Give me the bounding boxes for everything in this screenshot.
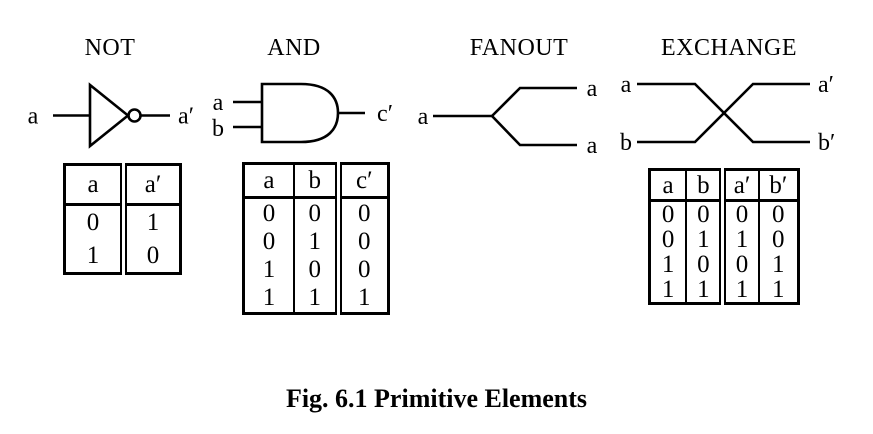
cell: 0 xyxy=(757,200,799,227)
and-header-b: b xyxy=(292,163,339,199)
exchange-input-b-label: b xyxy=(620,130,632,156)
cell: 1 xyxy=(661,276,675,303)
and-input-b-label: b xyxy=(212,116,224,142)
figure-caption: Fig. 6.1 Primitive Elements xyxy=(285,384,588,413)
exchange-input-a-label: a xyxy=(621,72,632,98)
cell: 1 xyxy=(262,256,276,284)
cell: 0 xyxy=(334,227,389,256)
table-row: 1 0 xyxy=(65,239,181,274)
cell: 1 xyxy=(120,204,181,239)
table-row: 0 1 1 0 xyxy=(650,227,799,252)
cell: 0 xyxy=(86,209,100,236)
fanout-upper-output-label: a xyxy=(587,76,598,102)
not-gate-symbol: a a′ xyxy=(28,82,194,149)
cell: 1 xyxy=(661,251,675,278)
cell: 1 xyxy=(86,242,100,269)
cell: 1 xyxy=(719,277,759,304)
exchange-header-a: a xyxy=(649,169,687,202)
cell: 0 xyxy=(334,255,389,284)
and-input-a-label: a xyxy=(213,90,224,116)
table-row: 0 0 0 0 xyxy=(650,200,799,228)
fanout-upper-branch-wire xyxy=(491,86,577,117)
exchange-wire-b-to-aprime xyxy=(637,82,810,144)
fanout-lower-output-label: a xyxy=(587,133,598,159)
fanout-lower-branch-wire xyxy=(491,115,577,147)
inverter-triangle-icon xyxy=(88,82,131,149)
cell: 0 xyxy=(292,197,339,228)
table-header-row: a a′ xyxy=(64,164,181,206)
exchange-output-aprime-label: a′ xyxy=(818,72,834,98)
exchange-header-a-prime: a′ xyxy=(719,169,759,202)
cell: 1 xyxy=(292,283,339,314)
cell: 0 xyxy=(292,255,339,284)
inversion-bubble-icon xyxy=(127,108,142,123)
cell: 0 xyxy=(719,252,759,277)
table-row: 0 0 0 xyxy=(244,197,389,228)
and-header-a: a xyxy=(243,163,294,199)
table-header-row: a b a′ b′ xyxy=(649,169,799,202)
table-row: 1 0 0 1 xyxy=(650,252,799,277)
exchange-symbol: a b a′ b′ xyxy=(620,72,835,156)
table-row: 0 1 0 xyxy=(244,227,389,256)
cell: 0 xyxy=(719,200,759,227)
exchange-truth-table: a b a′ b′ 0 0 0 0 0 1 1 0 1 0 0 xyxy=(648,168,800,305)
not-header-a: a xyxy=(64,164,124,206)
and-output-label: c′ xyxy=(377,101,393,127)
fanout-title: FANOUT xyxy=(469,35,569,61)
not-input-label: a xyxy=(28,104,39,130)
cell: 0 xyxy=(661,201,675,228)
cell: 1 xyxy=(757,277,799,304)
table-header-row: a b c′ xyxy=(243,163,389,199)
cell: 1 xyxy=(292,227,339,256)
cell: 1 xyxy=(757,252,799,277)
not-title: NOT xyxy=(84,35,136,61)
and-header-c-prime: c′ xyxy=(334,163,389,199)
and-gate-body-icon xyxy=(260,82,340,144)
exchange-output-bprime-label: b′ xyxy=(818,130,835,156)
and-truth-table: a b c′ 0 0 0 0 1 0 1 0 0 1 1 xyxy=(242,162,390,315)
cell: 1 xyxy=(685,277,723,304)
exchange-header-b: b xyxy=(685,169,723,202)
exchange-header-b-prime: b′ xyxy=(757,169,799,202)
table-row: 1 1 1 1 xyxy=(650,277,799,304)
cell: 0 xyxy=(262,199,276,227)
fanout-symbol: a a a xyxy=(418,76,598,159)
cell: 0 xyxy=(120,239,181,274)
cell: 0 xyxy=(334,197,389,228)
table-row: 1 1 1 xyxy=(244,283,389,314)
and-gate-symbol: a b c′ xyxy=(212,82,393,144)
exchange-title: EXCHANGE xyxy=(661,35,797,61)
table-row: 1 0 0 xyxy=(244,255,389,284)
table-row: 0 1 xyxy=(65,204,181,239)
not-output-label: a′ xyxy=(178,104,194,130)
cell: 1 xyxy=(262,284,276,312)
cell: 0 xyxy=(685,252,723,277)
fanout-input-label: a xyxy=(418,104,429,130)
cell: 0 xyxy=(757,227,799,252)
not-truth-table: a a′ 0 1 1 0 xyxy=(63,163,182,275)
cell: 1 xyxy=(719,227,759,252)
and-title: AND xyxy=(267,35,321,61)
cell: 0 xyxy=(661,226,675,253)
cell: 1 xyxy=(685,227,723,252)
not-header-a-prime: a′ xyxy=(120,164,181,206)
cell: 1 xyxy=(334,283,389,314)
cell: 0 xyxy=(262,227,276,255)
cell: 0 xyxy=(685,200,723,227)
